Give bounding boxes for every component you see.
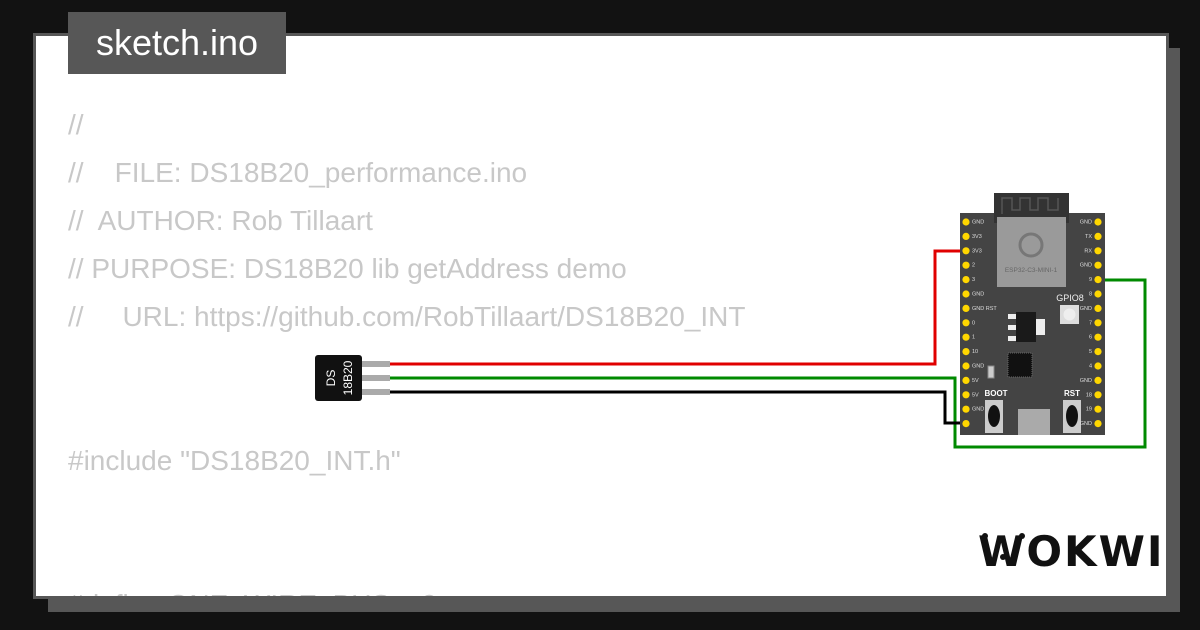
pin-label: 1 [972,335,975,341]
pin-label: RX [1084,248,1092,254]
pin-lpins-13[interactable] [962,405,970,413]
boot-label: BOOT [984,389,1007,398]
pin-label: 18 [1086,392,1092,398]
pin-label: GND [1080,263,1092,269]
pin-rpins-3[interactable] [1094,261,1102,269]
logo-text: WOKWI [978,527,1165,576]
pin-lpins-0[interactable] [962,218,970,226]
pin-lpins-4[interactable] [962,276,970,284]
esp32-module [997,217,1066,287]
pin-lpins-7[interactable] [962,319,970,327]
pin-label: 4 [1089,363,1092,369]
pin-lpins-5[interactable] [962,290,970,298]
pin-label: GND [1080,219,1092,225]
gpio8-led [1063,308,1076,321]
pin-label: 5V [972,378,979,384]
wire-gnd [388,390,967,425]
pin-label: 7 [1089,320,1092,326]
file-tab: sketch.ino [68,12,286,74]
pin-label: 8 [1089,291,1092,297]
sensor-label-2: 18B20 [341,360,355,395]
code-line: #include "DS18B20_INT.h" [68,445,401,476]
led-label: GPIO8 [1056,293,1084,303]
pin-rpins-12[interactable] [1094,391,1102,399]
code-line: // FILE: DS18B20_performance.ino [68,157,528,188]
pin-rpins-5[interactable] [1094,290,1102,298]
pin-label: 5 [1089,349,1092,355]
wire-vcc [388,249,967,366]
pin-label: GND [1080,421,1092,427]
pin-rpins-0[interactable] [1094,218,1102,226]
pin-label: GND [1080,306,1092,312]
pin-rpins-11[interactable] [1094,376,1102,384]
pin-label: GND [972,407,984,413]
pin-label: GND RST [972,306,997,312]
pin-lpins-1[interactable] [962,232,970,240]
module-label: ESP32-C3-MINI-1 [1005,267,1058,274]
pin-label: 19 [1086,407,1092,413]
code-preview: // // FILE: DS18B20_performance.ino // AUT… [68,101,746,596]
code-line: #define ONE_WIRE_BUS 2 [68,581,745,596]
pin-rpins-8[interactable] [1094,333,1102,341]
pin-rpins-4[interactable] [1094,276,1102,284]
boot-button[interactable] [988,405,1000,427]
esp32-c3-board[interactable]: ESP32-C3-MINI-1 GPIO8 BOOT RST GND 3V3 3V3… [960,193,1105,435]
pin-lpins-10[interactable] [962,362,970,370]
pin-lpins-14[interactable] [962,420,970,428]
code-line: // URL: https://github.com/RobTillaart/D… [68,301,746,332]
pin-label: 3V3 [972,234,982,240]
pin-rpins-6[interactable] [1094,304,1102,312]
pin-label: 3V3 [972,248,982,254]
pin-label: GND [972,291,984,297]
pin-rpins-7[interactable] [1094,319,1102,327]
code-line: // PURPOSE: DS18B20 lib getAddress demo [68,253,627,284]
wire-data [388,278,1147,449]
pin-label: GND [972,219,984,225]
pin-lpins-6[interactable] [962,304,970,312]
usb-port [1018,409,1050,435]
pin-lpins-2[interactable] [962,247,970,255]
pin-label: GND [972,363,984,369]
sensor-label-1: DS [324,370,338,387]
pin-rpins-13[interactable] [1094,405,1102,413]
pin-rpins-10[interactable] [1094,362,1102,370]
pin-lpins-9[interactable] [962,348,970,356]
pin-label: 9 [1089,277,1092,283]
ds18b20-sensor[interactable]: DS 18B20 [315,355,390,401]
pin-rpins-2[interactable] [1094,247,1102,255]
pin-lpins-12[interactable] [962,391,970,399]
pin-label: GND [1080,378,1092,384]
pin-lpins-11[interactable] [962,376,970,384]
wokwi-logo: WOKWI [978,527,1165,576]
pin-rpins-9[interactable] [1094,348,1102,356]
pin-label: 2 [972,263,975,269]
pin-lpins-8[interactable] [962,333,970,341]
usb-chip [1007,352,1033,378]
pin-label: TX [1085,234,1092,240]
rst-button[interactable] [1066,405,1078,427]
pin-label: 6 [1089,335,1092,341]
rst-label: RST [1064,389,1080,398]
pin-label: 3 [972,277,975,283]
pin-label: 5V [972,392,979,398]
pin-lpins-3[interactable] [962,261,970,269]
pin-rpins-1[interactable] [1094,232,1102,240]
regulator-chip [1016,312,1036,342]
code-line: // AUTHOR: Rob Tillaart [68,205,373,236]
pin-label: 10 [972,349,978,355]
pin-label: 0 [972,320,975,326]
code-line: // [68,109,84,140]
pin-rpins-14[interactable] [1094,420,1102,428]
